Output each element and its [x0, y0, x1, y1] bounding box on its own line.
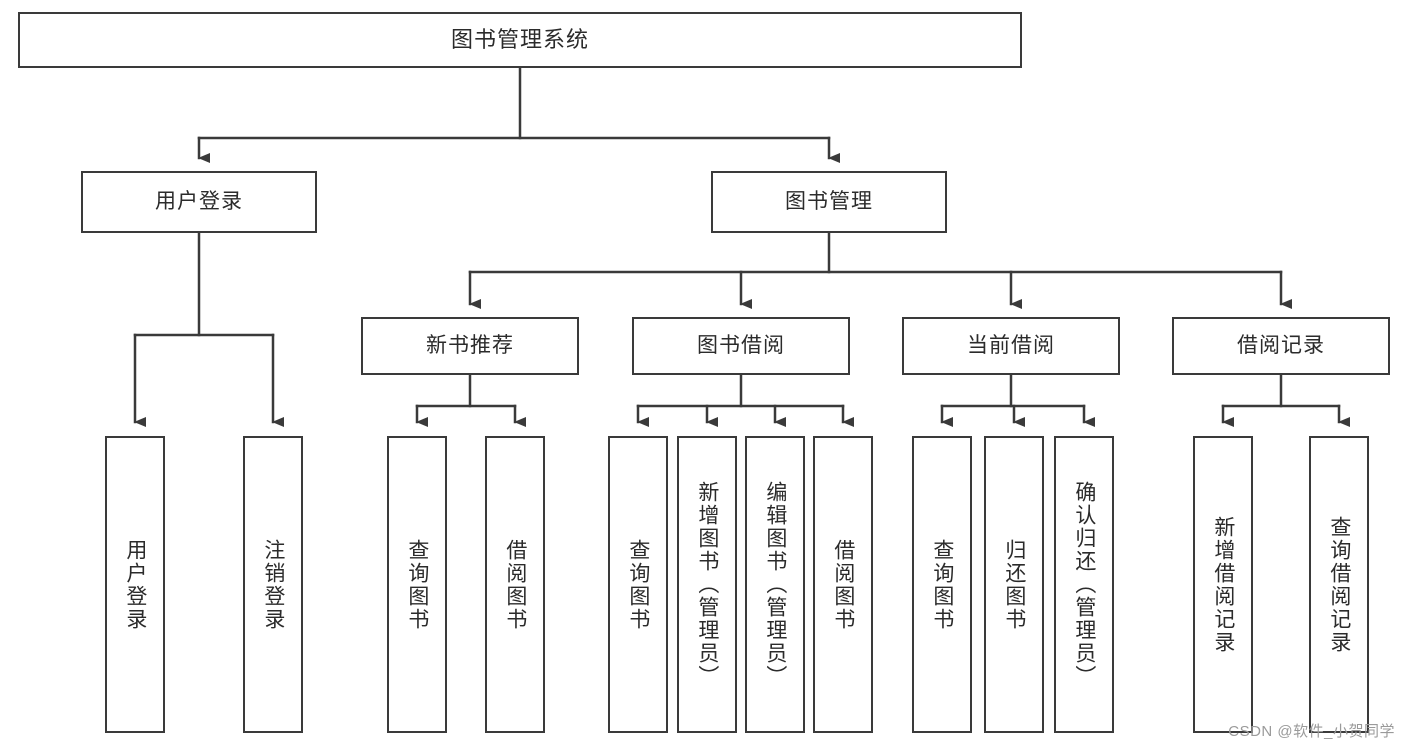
node-leaf-query-borrow-record[interactable]: 查询借阅记录	[1309, 436, 1369, 733]
node-leaf-borrow-book[interactable]: 借阅图书	[813, 436, 873, 733]
node-leaf-return-book-label: 归还图书	[1002, 538, 1026, 631]
node-book-manage[interactable]: 图书管理	[711, 171, 947, 233]
node-leaf-user-login[interactable]: 用户登录	[105, 436, 165, 733]
node-leaf-query-book-rec[interactable]: 查询图书	[387, 436, 447, 733]
node-leaf-query-book-borrow-label: 查询图书	[626, 538, 650, 631]
node-new-book-recommend[interactable]: 新书推荐	[361, 317, 579, 375]
node-leaf-user-login-label: 用户登录	[123, 538, 147, 631]
node-leaf-return-book[interactable]: 归还图书	[984, 436, 1044, 733]
node-leaf-borrow-book-label: 借阅图书	[831, 538, 855, 631]
node-leaf-borrow-book-rec-label: 借阅图书	[503, 538, 527, 631]
node-leaf-query-book-current-label: 查询图书	[930, 538, 954, 631]
node-leaf-confirm-return-admin-label: 确认归还（管理员）	[1072, 481, 1096, 688]
node-leaf-query-book-borrow[interactable]: 查询图书	[608, 436, 668, 733]
node-leaf-query-book-current[interactable]: 查询图书	[912, 436, 972, 733]
node-current-borrow-label: 当前借阅	[967, 334, 1055, 358]
node-leaf-confirm-return-admin[interactable]: 确认归还（管理员）	[1054, 436, 1114, 733]
node-leaf-edit-book-admin[interactable]: 编辑图书（管理员）	[745, 436, 805, 733]
node-user-login-label: 用户登录	[155, 190, 243, 214]
node-leaf-borrow-book-rec[interactable]: 借阅图书	[485, 436, 545, 733]
node-book-borrow-label: 图书借阅	[697, 334, 785, 358]
node-borrow-record[interactable]: 借阅记录	[1172, 317, 1390, 375]
node-book-manage-label: 图书管理	[785, 190, 873, 214]
node-leaf-add-borrow-record[interactable]: 新增借阅记录	[1193, 436, 1253, 733]
node-leaf-logout-login[interactable]: 注销登录	[243, 436, 303, 733]
node-leaf-logout-login-label: 注销登录	[261, 538, 285, 631]
node-leaf-edit-book-admin-label: 编辑图书（管理员）	[763, 481, 787, 688]
node-borrow-record-label: 借阅记录	[1237, 334, 1325, 358]
node-leaf-add-borrow-record-label: 新增借阅记录	[1211, 515, 1235, 654]
node-current-borrow[interactable]: 当前借阅	[902, 317, 1120, 375]
node-leaf-query-book-rec-label: 查询图书	[405, 538, 429, 631]
node-root[interactable]: 图书管理系统	[18, 12, 1022, 68]
node-leaf-query-borrow-record-label: 查询借阅记录	[1327, 515, 1351, 654]
node-leaf-add-book-admin-label: 新增图书（管理员）	[695, 481, 719, 688]
node-leaf-add-book-admin[interactable]: 新增图书（管理员）	[677, 436, 737, 733]
node-new-book-recommend-label: 新书推荐	[426, 334, 514, 358]
node-user-login[interactable]: 用户登录	[81, 171, 317, 233]
node-book-borrow[interactable]: 图书借阅	[632, 317, 850, 375]
watermark: CSDN @软件_小贺同学	[1228, 723, 1395, 740]
node-root-label: 图书管理系统	[450, 26, 589, 52]
